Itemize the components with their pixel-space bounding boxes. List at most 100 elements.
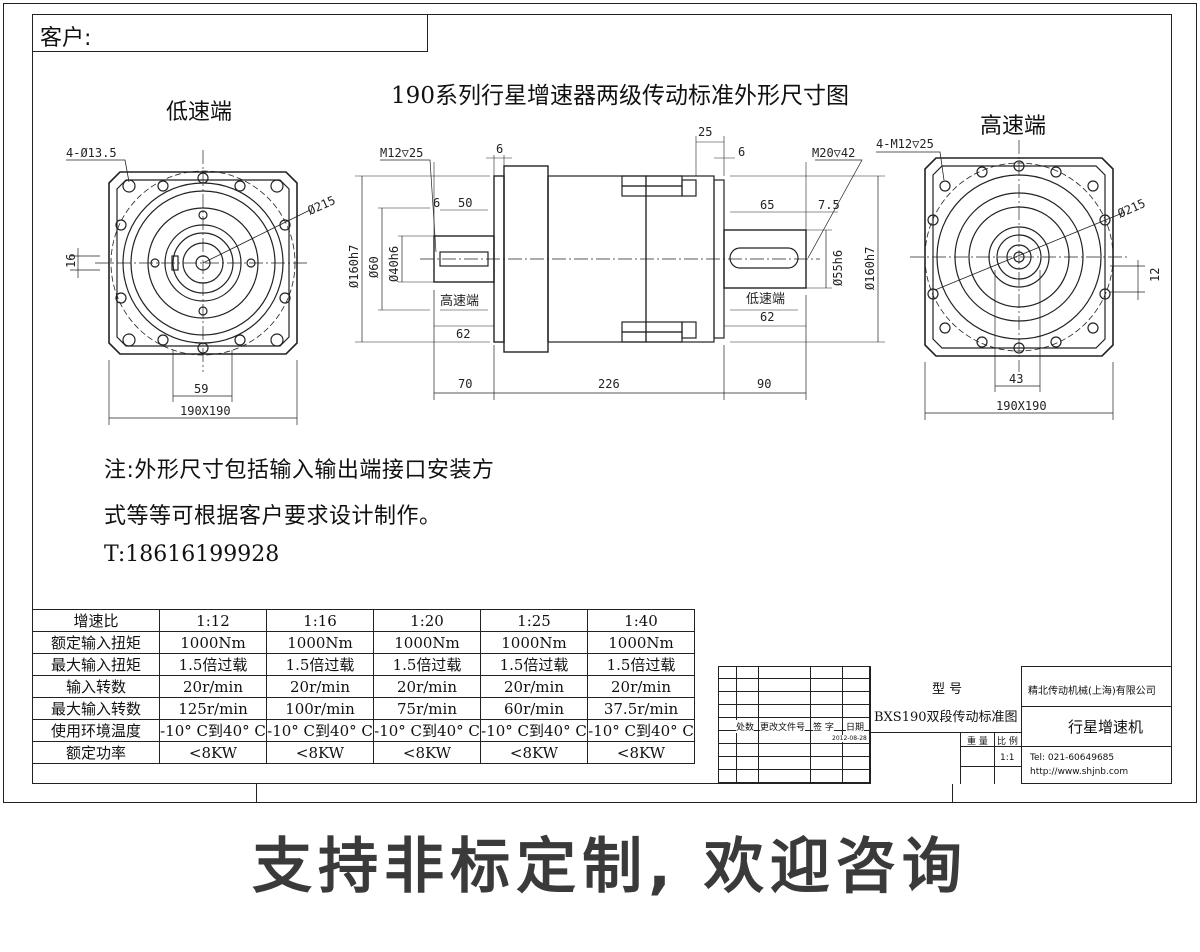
spec-cell: 1.5倍过载 <box>480 653 588 676</box>
spec-cell: 60r/min <box>480 697 588 720</box>
spec-row-label: 最大输入转数 <box>32 697 160 720</box>
frame-tick-left <box>256 784 257 803</box>
frame-tick-right <box>952 784 953 803</box>
spec-row-label: 最大输入扭矩 <box>32 653 160 676</box>
model-value: BXS190双段传动标准图 <box>874 710 1018 725</box>
scale-value: 1:1 <box>1000 753 1015 763</box>
company-url: http://www.shjnb.com <box>1030 767 1129 777</box>
dim-7-5: 7.5 <box>818 198 840 212</box>
company-tel: Tel: 021-60649685 <box>1030 753 1115 763</box>
customer-box <box>32 14 428 52</box>
dim-m12-25: M12▽25 <box>380 146 423 160</box>
spec-row-label: 输入转数 <box>32 675 160 698</box>
spec-cell: 1000Nm <box>587 631 695 654</box>
spec-cell: 37.5r/min <box>587 697 695 720</box>
dim-left-key: 16 <box>64 254 78 268</box>
dim-left-190: 190X190 <box>180 404 231 418</box>
dim-6c: 6 <box>738 145 745 159</box>
dim-right-pcd: Ø215 <box>1116 196 1148 221</box>
spec-row-label: 增速比 <box>32 609 160 632</box>
spec-cell: 20r/min <box>373 675 481 698</box>
spec-cell: 1.5倍过载 <box>373 653 481 676</box>
slogan: 支持非标定制, 欢迎咨询 <box>252 832 968 902</box>
phone-number: T:18616199928 <box>104 542 280 567</box>
dim-left-pcd: Ø215 <box>306 193 338 218</box>
spec-cell: 1:25 <box>480 609 588 632</box>
dim-right-holes: 4-M12▽25 <box>876 137 934 151</box>
rev-col-count: 处数 <box>736 720 755 733</box>
dim-60: Ø60 <box>367 256 381 278</box>
dim-left-holes: 4-Ø13.5 <box>66 146 117 160</box>
spec-cell: 1.5倍过载 <box>587 653 695 676</box>
dim-m20-42: M20▽42 <box>812 146 855 160</box>
company-name: 精北传动机械(上海)有限公司 <box>1028 686 1156 697</box>
dim-65: 65 <box>760 198 774 212</box>
product-name: 行星增速机 <box>1068 718 1144 736</box>
spec-cell: 20r/min <box>480 675 588 698</box>
spec-cell: 20r/min <box>159 675 267 698</box>
dim-90: 90 <box>757 377 771 391</box>
rev-col-doc: 更改文件号 <box>760 720 806 733</box>
scale-label: 比 例 <box>997 737 1018 747</box>
spec-cell: 125r/min <box>159 697 267 720</box>
spec-cell: 1.5倍过载 <box>159 653 267 676</box>
spec-cell: -10° C到40° C <box>480 719 588 742</box>
dim-160h7-right: Ø160h7 <box>863 247 877 290</box>
high-speed-end-label: 高速端 <box>980 114 1047 139</box>
weight-label: 重 量 <box>967 737 988 747</box>
model-label: 型 号 <box>932 682 963 697</box>
spec-cell: 75r/min <box>373 697 481 720</box>
rev-col-sign: 签 字 <box>813 720 834 733</box>
label-high-speed-mid: 高速端 <box>440 293 479 309</box>
spec-cell: 20r/min <box>587 675 695 698</box>
spec-cell: -10° C到40° C <box>373 719 481 742</box>
spec-row-label: 额定输入扭矩 <box>32 631 160 654</box>
drawing-title: 190系列行星增速器两级传动标准外形尺寸图 <box>391 83 849 109</box>
spec-cell: <8KW <box>587 741 695 764</box>
rev-date: 2012-08-28 <box>832 735 867 742</box>
dim-62-left: 62 <box>456 327 470 341</box>
spec-cell: 1:20 <box>373 609 481 632</box>
spec-cell: <8KW <box>159 741 267 764</box>
low-speed-end-view <box>66 150 311 425</box>
spec-row: 额定功率<8KW<8KW<8KW<8KW<8KW <box>32 741 695 764</box>
note-line-1: 注:外形尺寸包括输入输出端接口安装方 <box>104 458 495 483</box>
spec-row-label: 额定功率 <box>32 741 160 764</box>
dim-50: 50 <box>458 196 472 210</box>
spec-cell: 1000Nm <box>159 631 267 654</box>
dim-6b: 6 <box>433 196 440 210</box>
dim-right-190: 190X190 <box>996 399 1047 413</box>
dim-6a: 6 <box>496 142 503 156</box>
spec-cell: 1:40 <box>587 609 695 632</box>
spec-cell: 1:16 <box>266 609 374 632</box>
spec-cell: <8KW <box>373 741 481 764</box>
dim-right-43: 43 <box>1009 372 1023 386</box>
spec-cell: 1.5倍过载 <box>266 653 374 676</box>
spec-row: 使用环境温度-10° C到40° C-10° C到40° C-10° C到40°… <box>32 719 695 742</box>
spec-cell: <8KW <box>480 741 588 764</box>
spec-cell: -10° C到40° C <box>159 719 267 742</box>
drawing-inner-border <box>32 14 1172 784</box>
high-speed-end-view <box>876 140 1145 420</box>
dim-62-right: 62 <box>760 310 774 324</box>
spec-cell: 100r/min <box>266 697 374 720</box>
dim-left-59: 59 <box>194 382 208 396</box>
dim-226: 226 <box>598 377 620 391</box>
low-speed-end-label: 低速端 <box>166 100 233 125</box>
rev-col-date: 日期 <box>846 720 865 733</box>
note-line-2: 式等等可根据客户要求设计制作。 <box>104 504 442 529</box>
drawing-sheet-border <box>3 3 1197 803</box>
spec-cell: 1:12 <box>159 609 267 632</box>
spec-cell: -10° C到40° C <box>587 719 695 742</box>
dim-40h6: Ø40h6 <box>387 246 401 282</box>
dim-160h7-left: Ø160h7 <box>347 245 361 288</box>
spec-cell: 20r/min <box>266 675 374 698</box>
side-view <box>355 136 885 400</box>
